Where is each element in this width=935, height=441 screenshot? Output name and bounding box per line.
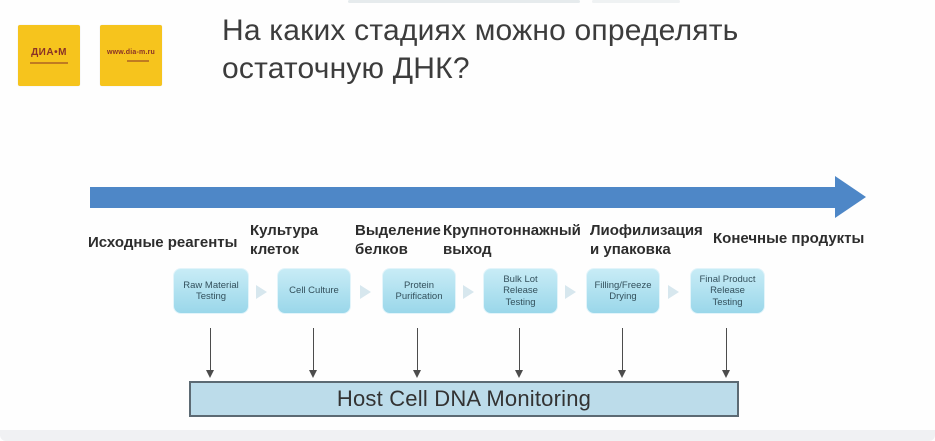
host-cell-dna-monitoring-label: Host Cell DNA Monitoring bbox=[336, 386, 592, 411]
process-flow-arrow bbox=[90, 187, 835, 208]
process-box-filling-freeze-drying: Filling/Freeze Drying bbox=[586, 268, 660, 314]
down-arrow-icon bbox=[413, 328, 422, 378]
process-box-raw-material-testing: Raw Material Testing bbox=[173, 268, 249, 314]
stage-label-final-products: Конечные продукты bbox=[713, 230, 865, 247]
diam-logo: ДИА•М bbox=[18, 25, 80, 86]
stage-label-cell-culture: Культура клеток bbox=[250, 222, 319, 258]
bottom-strip bbox=[0, 430, 935, 441]
down-arrow-icon bbox=[309, 328, 318, 378]
process-box-cell-culture: Cell Culture bbox=[277, 268, 351, 314]
process-box-bulk-lot-release-testing: Bulk Lot Release Testing bbox=[483, 268, 558, 314]
stage-label-raw-reagents: Исходные реагенты bbox=[88, 234, 238, 251]
diam-logo-text: ДИА•М bbox=[31, 46, 67, 58]
right-chevron-icon bbox=[463, 285, 474, 299]
right-chevron-icon bbox=[256, 285, 267, 299]
logo-tagline-line bbox=[30, 61, 68, 64]
diam-website-logo: www.dia-m.ru bbox=[100, 25, 162, 86]
stage-label-bulk-output: Крупнотоннажный выход bbox=[443, 222, 581, 258]
process-box-final-product-release-testing: Final Product Release Testing bbox=[690, 268, 765, 314]
down-arrow-icon bbox=[722, 328, 731, 378]
process-box-protein-purification: Protein Purification bbox=[382, 268, 456, 314]
down-arrow-icon bbox=[206, 328, 215, 378]
logo-tagline-line bbox=[127, 60, 149, 62]
cropped-text-remnant bbox=[348, 0, 580, 3]
slide-title: На каких стадиях можно определять остато… bbox=[222, 14, 739, 85]
right-chevron-icon bbox=[360, 285, 371, 299]
stage-label-lyophilization: Лиофилизация и упаковка bbox=[590, 222, 703, 258]
arrow-head-icon bbox=[835, 176, 866, 218]
diam-website-text: www.dia-m.ru bbox=[106, 49, 156, 56]
host-cell-dna-monitoring-box: Host Cell DNA Monitoring bbox=[189, 381, 739, 417]
stage-label-protein-isolation: Выделение белков bbox=[355, 222, 441, 258]
down-arrow-icon bbox=[515, 328, 524, 378]
right-chevron-icon bbox=[565, 285, 576, 299]
cropped-text-remnant bbox=[592, 0, 680, 3]
right-chevron-icon bbox=[668, 285, 679, 299]
down-arrow-icon bbox=[618, 328, 627, 378]
